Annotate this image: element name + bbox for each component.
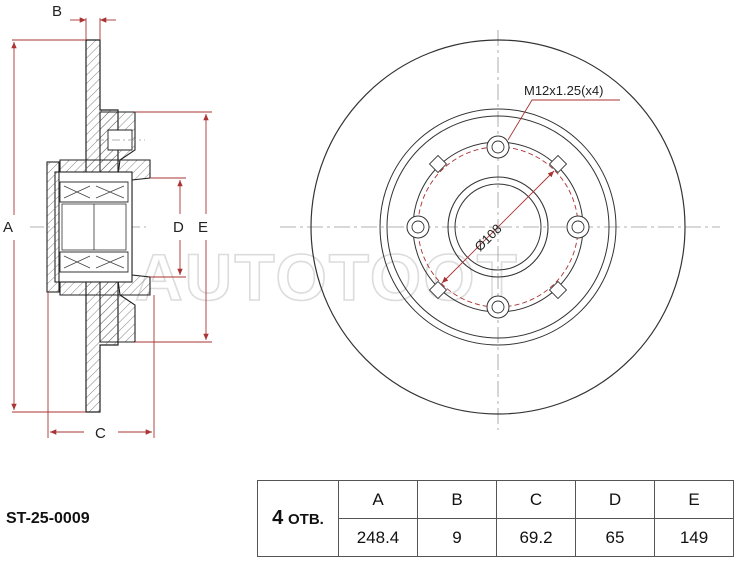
hole-count-cell: 4 ОТВ. [257,480,339,557]
thread-note: M12x1.25(x4) [524,83,603,98]
hole-unit: ОТВ. [288,511,324,528]
stud-hole [486,135,510,159]
stud-hole [486,295,510,319]
table-header-row: 4 ОТВ. A B C D E [257,480,734,557]
spec-table: 4 ОТВ. A B C D E 248.4 9 69.2 65 149 [257,480,734,557]
dimension-lines [11,17,212,438]
table-value: 149 [654,518,734,557]
front-view [280,30,720,430]
disc-outer-edge [310,39,686,415]
side-section-view [30,39,151,413]
table-header: C [496,480,576,519]
table-value: 65 [575,518,655,557]
part-number: ST-25-0009 [6,510,90,527]
dim-label-e: E [198,219,208,236]
table-value: 9 [417,518,497,557]
dim-label-b: B [52,3,62,20]
dim-label-c: C [95,425,106,442]
table-header: A [338,480,418,519]
table-header: D [575,480,655,519]
table-header: E [654,480,734,519]
hole-count: 4 [272,507,284,529]
table-value: 248.4 [338,518,418,557]
table-value: 69.2 [496,518,576,557]
brake-disc-drawing: AUTOTOOT [3,3,720,442]
stud-hole [406,215,430,239]
table-row: 248.4 9 69.2 65 149 [258,518,734,557]
dim-label-a: A [3,219,13,236]
stud-hole [566,215,590,239]
dim-label-d: D [173,219,184,236]
table-header: B [417,480,497,519]
